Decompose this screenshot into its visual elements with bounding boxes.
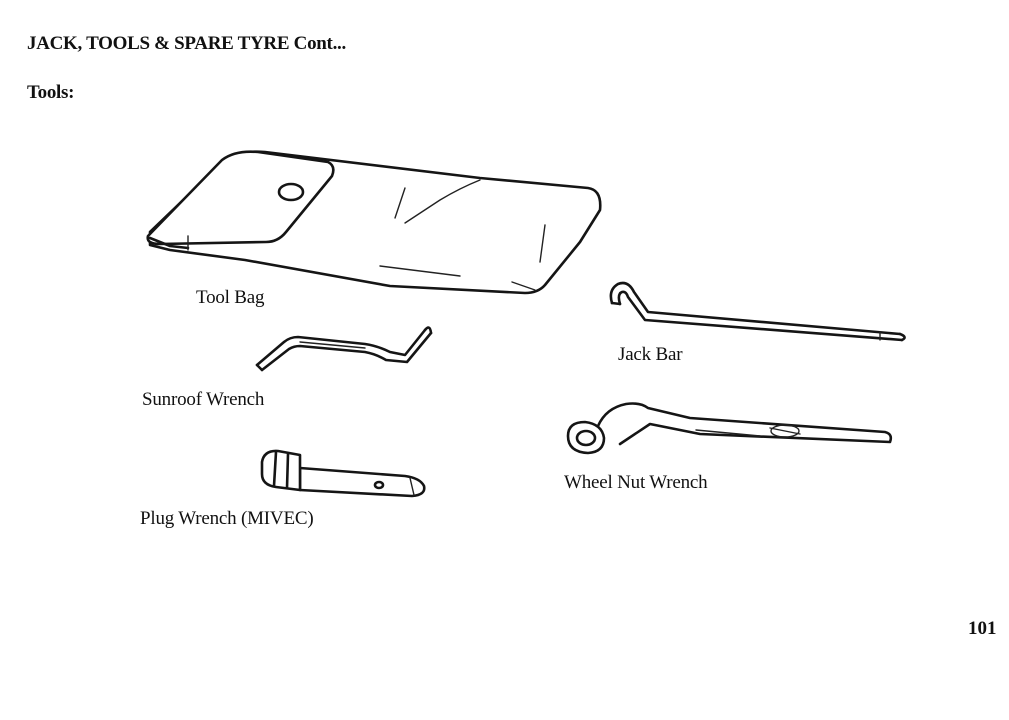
jack-bar-icon (611, 283, 905, 340)
tool-bag-label: Tool Bag (196, 287, 264, 309)
sunroof-wrench-icon (257, 328, 431, 370)
jack-bar-label: Jack Bar (618, 344, 682, 366)
wheel-nut-wrench-icon (568, 404, 891, 454)
sunroof-wrench-label: Sunroof Wrench (142, 389, 264, 411)
tool-bag-icon (148, 152, 601, 293)
plug-wrench-label: Plug Wrench (MIVEC) (140, 508, 313, 530)
wheel-nut-wrench-label: Wheel Nut Wrench (564, 472, 707, 494)
plug-wrench-icon (262, 451, 424, 496)
page-number: 101 (968, 618, 997, 640)
